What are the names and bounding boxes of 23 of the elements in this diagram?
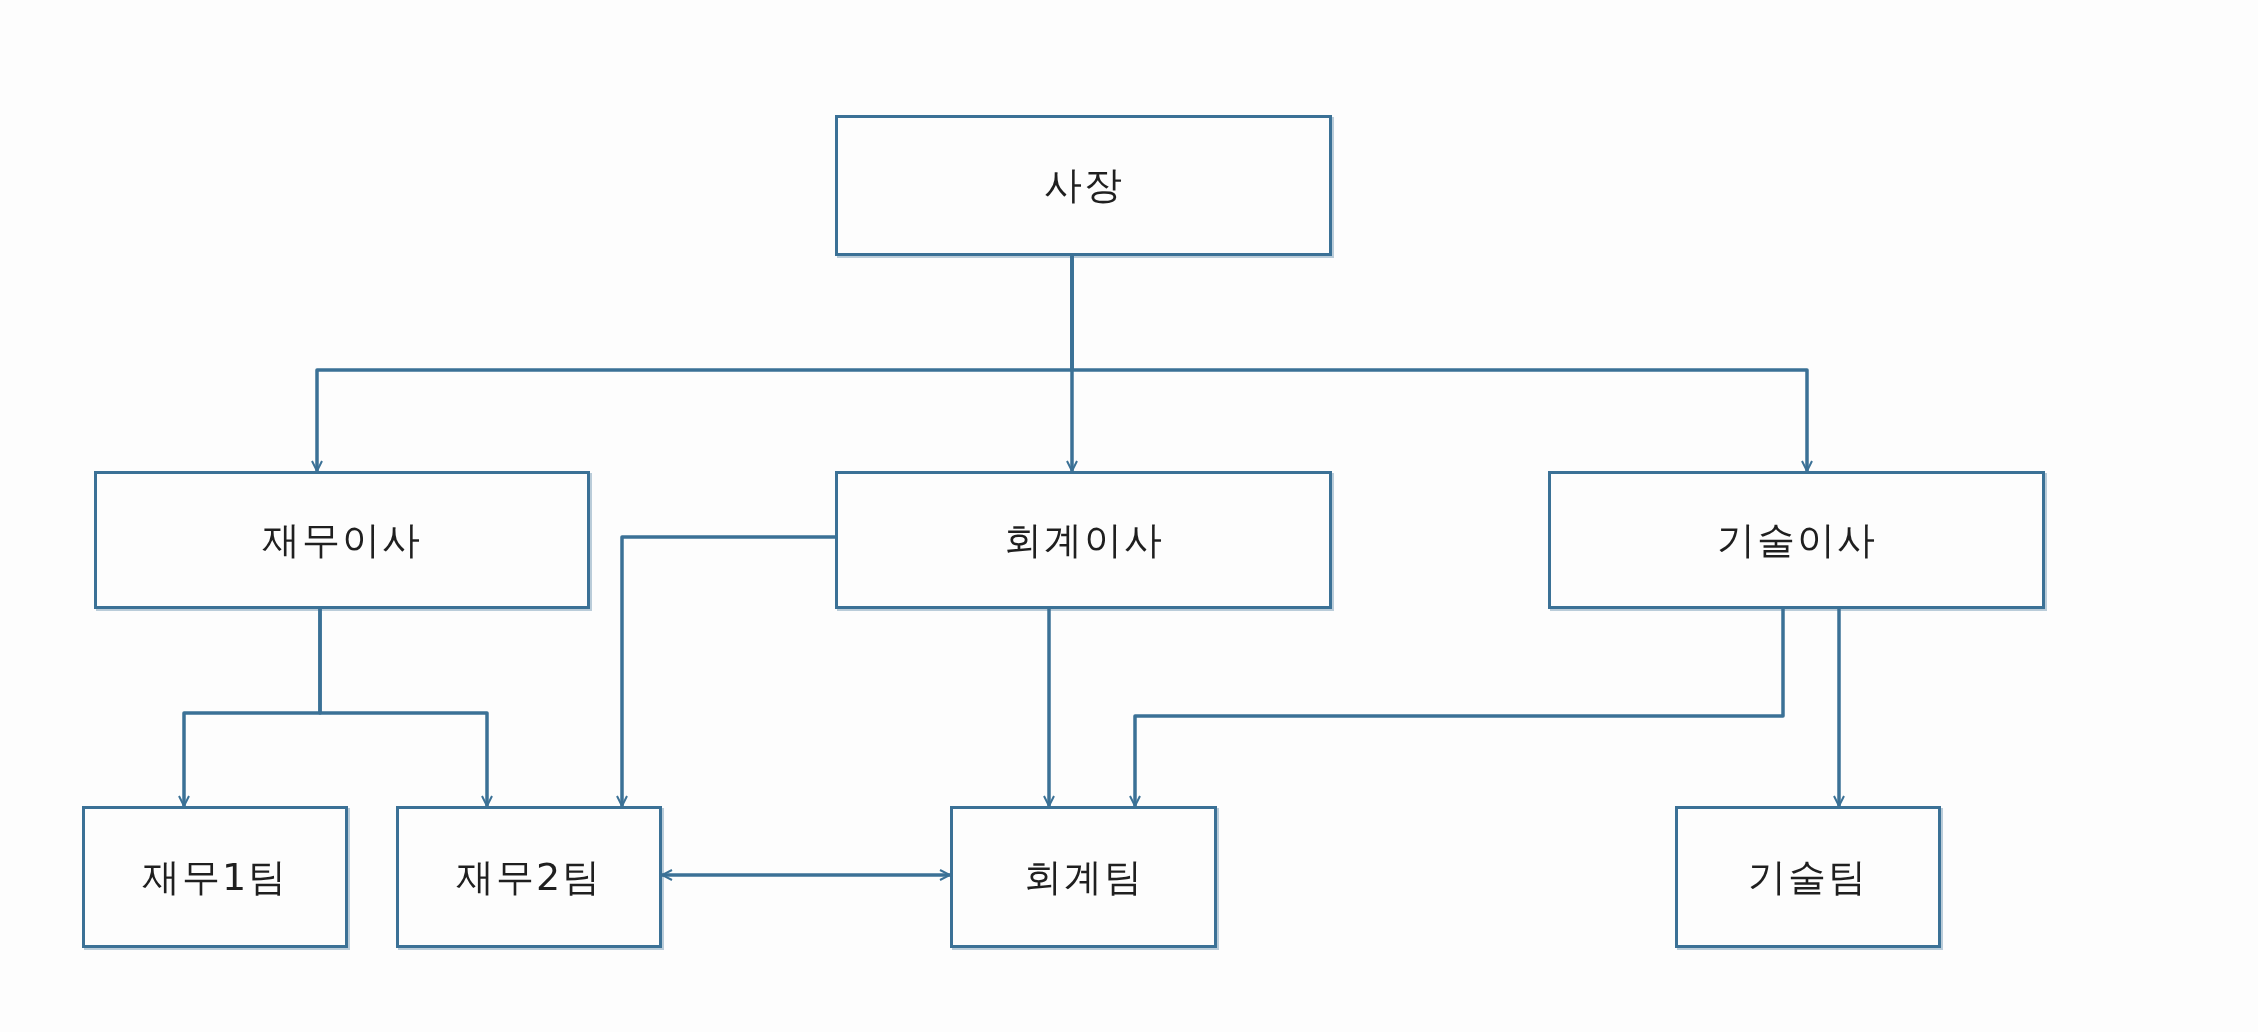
box-label: 재무2팀 (455, 853, 603, 901)
arrow (1129, 609, 1785, 807)
box-label: 회계이사 (1003, 516, 1164, 564)
arrow (616, 535, 835, 807)
arrow (1833, 609, 1845, 807)
arrow (1070, 256, 1813, 472)
org-box (835, 471, 1332, 609)
box-label: 기술팀 (1748, 853, 1868, 901)
org-box (94, 471, 590, 609)
arrow (1043, 609, 1055, 807)
org-box (396, 806, 662, 948)
org-box (950, 806, 1217, 948)
box-label: 회계팀 (1023, 853, 1144, 901)
org-box (835, 115, 1332, 256)
org-box (82, 806, 348, 948)
org-box (1548, 471, 2045, 609)
arrow (661, 869, 951, 881)
arrow (318, 609, 493, 807)
box-label: 재무1팀 (141, 853, 289, 901)
box-label: 재무이사 (262, 516, 422, 564)
box-label: 사장 (1043, 162, 1124, 209)
box-label: 기술이사 (1716, 516, 1877, 564)
org-box (1675, 806, 1941, 948)
